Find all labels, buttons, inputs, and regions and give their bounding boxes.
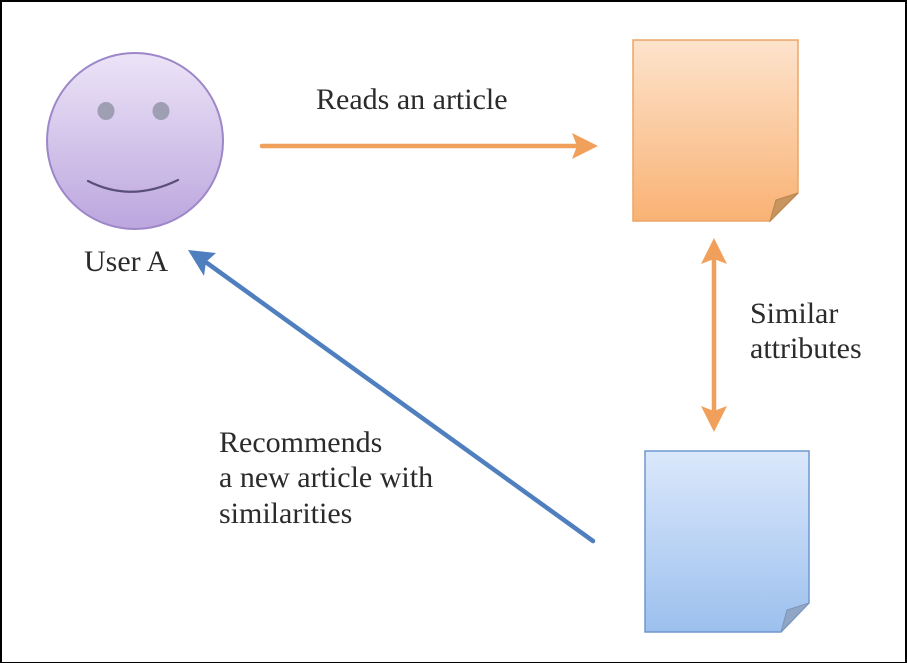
smile — [86, 178, 180, 193]
recommends-line-3: similarities — [219, 496, 353, 530]
recommended-article-document-icon — [644, 450, 810, 633]
similar-attributes-line-1: Similar — [750, 297, 839, 330]
user-face-icon — [46, 52, 224, 230]
right-eye — [152, 102, 170, 120]
recommends-line-2: a new article with — [219, 461, 434, 495]
recommends-line-1: Recommends — [219, 426, 383, 459]
recommends-label: Recommends a new article with similariti… — [219, 425, 433, 531]
similar-attributes-arrow — [701, 238, 727, 432]
similar-attributes-line-2: attributes — [750, 332, 862, 366]
reads-article-label: Reads an article — [316, 83, 508, 116]
similar-attributes-label: Similar attributes — [750, 296, 862, 367]
read-article-document-icon — [632, 39, 799, 223]
left-eye — [97, 102, 115, 120]
user-label: User A — [84, 245, 169, 278]
recommends-arrow — [188, 250, 596, 544]
reads-arrow — [259, 133, 598, 159]
